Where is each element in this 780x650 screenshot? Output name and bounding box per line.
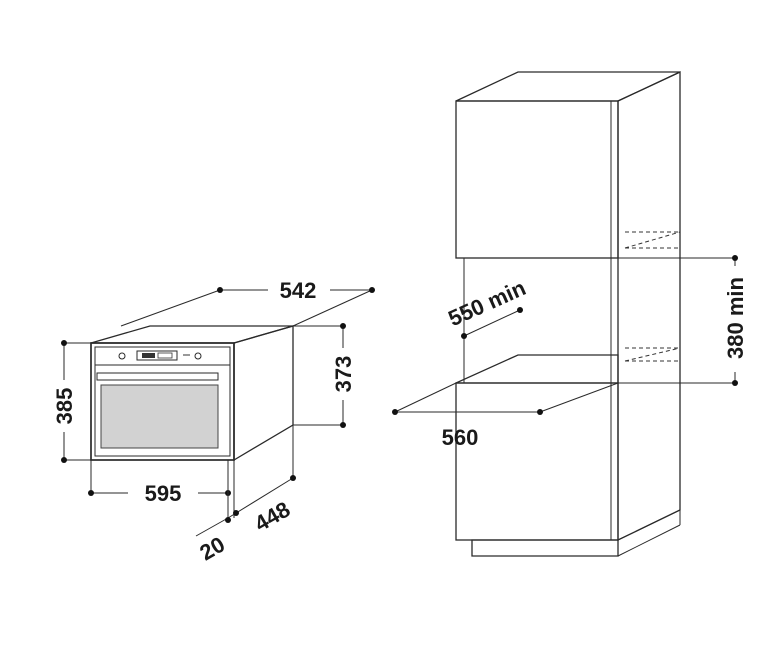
dim-373-label: 373 (331, 356, 356, 393)
dim-20-label: 20 (195, 532, 229, 566)
dim-385-label: 385 (52, 388, 77, 425)
cabinet-drawing: 550 min 380 min 560 (392, 70, 748, 557)
oven-drawing: 542 385 373 595 448 20 (52, 278, 375, 565)
lower-cabinet-front (455, 382, 619, 541)
oven-knob-right-icon (194, 352, 202, 360)
oven-knob-left-icon (118, 352, 126, 360)
dim-542-label: 542 (280, 278, 317, 303)
dim-448-label: 448 (250, 496, 294, 536)
dim-595-label: 595 (145, 481, 182, 506)
dim-380-min-label: 380 min (723, 277, 748, 359)
oven-front (90, 342, 235, 461)
oven-window (100, 384, 219, 449)
dim-550-min-label: 550 min (444, 275, 529, 331)
dim-560-label: 560 (442, 425, 479, 450)
upper-cabinet-front (455, 100, 619, 259)
oven-handle (96, 372, 219, 381)
oven-display (136, 350, 178, 361)
